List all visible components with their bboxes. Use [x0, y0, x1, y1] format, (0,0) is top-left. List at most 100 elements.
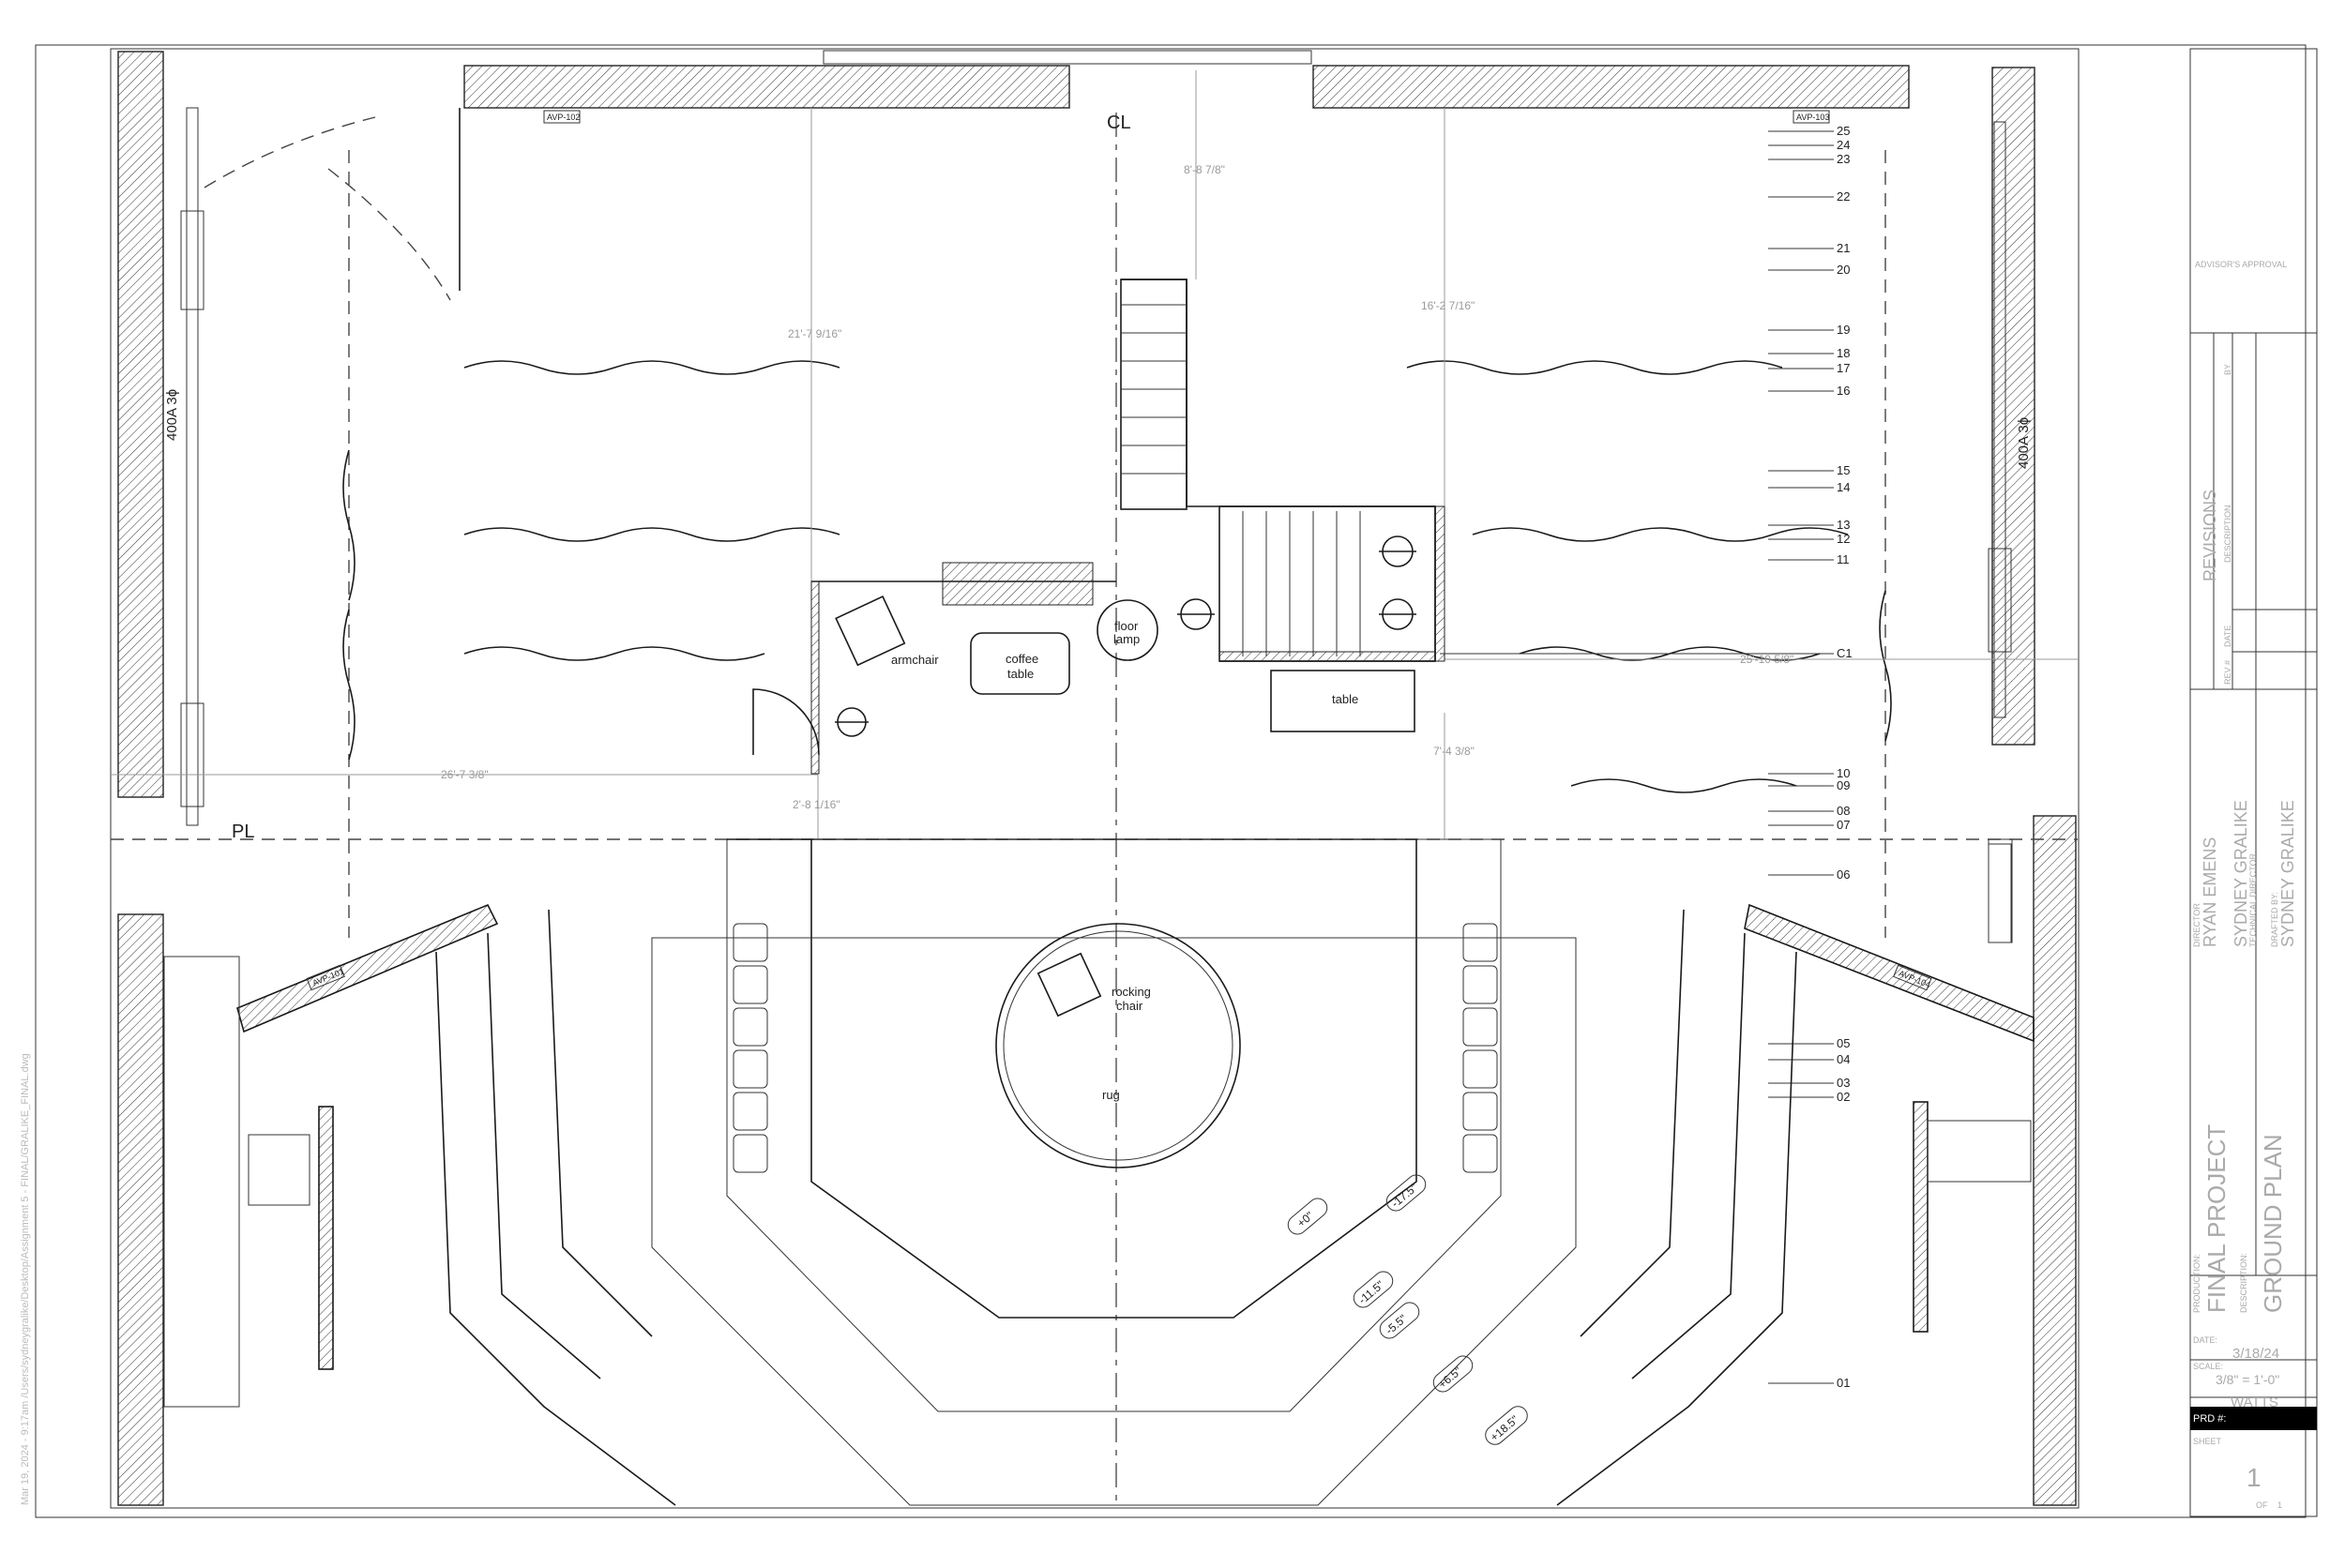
line-set-number: 24 — [1837, 138, 1850, 152]
upstage-header — [823, 50, 1312, 65]
elevation-tag: -11.5" — [1356, 1278, 1387, 1306]
floor-lamp-label: floor — [1114, 619, 1139, 633]
landing-wall — [1434, 505, 1445, 662]
line-set-number: 19 — [1837, 323, 1850, 337]
lighting-symbols — [835, 535, 1416, 737]
dimension-text: 2'-8 1/16" — [793, 798, 840, 811]
rug-label: rug — [1102, 1088, 1120, 1102]
coffee-table-label: coffee — [1006, 652, 1038, 666]
side-table — [1270, 670, 1415, 732]
line-set-number: 07 — [1837, 818, 1850, 832]
rocking-chair-label: chair — [1116, 999, 1143, 1013]
title-block — [2189, 48, 2318, 1517]
upstage-wall-right — [1312, 65, 1910, 109]
avp-103-label: AVP-103 — [1796, 113, 1829, 122]
avp-102-box — [543, 110, 581, 124]
dimension-text: 25'-10 5/8" — [1740, 653, 1793, 666]
avp-103-box — [1793, 110, 1830, 124]
line-set-number: 04 — [1837, 1052, 1850, 1066]
power-label-right: 400A 3ɸ — [2016, 417, 2032, 469]
line-set-number: 11 — [1837, 552, 1850, 566]
line-set-number: 12 — [1837, 532, 1850, 546]
revisions-title: REVISIONS — [2201, 490, 2219, 581]
floor-lamp — [1097, 599, 1158, 661]
first-row-outline — [726, 838, 1502, 1412]
prd-label: PRD #: — [2193, 1413, 2226, 1425]
line-set-number: 06 — [1837, 867, 1850, 882]
seating-bank-right — [1556, 838, 2035, 1506]
line-set-number: 15 — [1837, 463, 1850, 477]
rocking-chair-label: rocking — [1112, 985, 1151, 999]
avp-101-box — [306, 964, 345, 991]
avp-104-box — [1893, 964, 1932, 991]
rug — [995, 923, 1241, 1168]
line-set-number: 08 — [1837, 804, 1850, 818]
rev-col-rev: REV # — [2223, 660, 2232, 685]
director-name: RYAN EMENS — [2201, 837, 2219, 947]
line-set-number: 17 — [1837, 361, 1850, 375]
scale-label: SCALE: — [2193, 1362, 2223, 1371]
dimension-lines: 8'-8 7/8" 21'-7 9/16" 16'-2 7/16" 26'-7 … — [111, 70, 2078, 839]
dimension-text: 16'-2 7/16" — [1421, 299, 1475, 312]
line-set-number: 22 — [1837, 189, 1850, 204]
plaster-line-label: PL — [232, 822, 254, 842]
thrust-stage — [810, 838, 1417, 1319]
line-set-number: 25 — [1837, 124, 1850, 138]
drafted-label: DRAFTED BY: — [2270, 892, 2279, 947]
floor-lamp-label: lamp — [1113, 632, 1140, 646]
avp-102-label: AVP-102 — [547, 113, 580, 122]
line-set-number: 23 — [1837, 152, 1850, 166]
sr-leg-detail — [1988, 548, 2012, 653]
line-set-numbers: 25 24 23 22 21 20 19 18 17 16 15 14 13 1… — [1837, 124, 1853, 1390]
td-name: SYDNEY GRALIKE — [2232, 800, 2250, 947]
room-door-swing — [752, 688, 820, 756]
drafted-name: SYDNEY GRALIKE — [2278, 800, 2297, 947]
line-set-number: 16 — [1837, 384, 1850, 398]
sl-leg-detail — [180, 210, 204, 310]
production-label: PRODUCTION: — [2192, 1254, 2201, 1313]
second-row-outline — [651, 937, 1577, 1506]
landing — [1218, 505, 1436, 662]
sl-leg-detail-2 — [180, 702, 204, 807]
of-label: OF — [2256, 1500, 2268, 1510]
fireplace — [942, 562, 1094, 606]
sheet-border — [35, 44, 2307, 1518]
description-label: DESCRIPTION: — [2239, 1253, 2248, 1313]
room-left-wall — [810, 580, 820, 775]
dimension-text: 21'-7 9/16" — [788, 327, 841, 340]
thrust-seats — [733, 923, 1498, 1173]
line-set-ticks — [1440, 130, 1834, 1384]
td-label: TECHNICAL DIRECTOR — [2248, 852, 2258, 947]
landing-rail — [1218, 651, 1436, 662]
line-set-number: 02 — [1837, 1090, 1850, 1104]
elevation-tag: +6.5" — [1436, 1364, 1464, 1392]
upstage-wall-left — [463, 65, 1070, 109]
date-value: 3/18/24 — [2232, 1346, 2279, 1362]
sr-masking-leg — [1993, 121, 2006, 718]
line-set-waves — [342, 360, 1892, 793]
elevation-tags: +0" -17.5" -11.5" -5.5" +6.5" +18.5" — [1287, 1174, 1528, 1445]
line-set-number: 18 — [1837, 346, 1850, 360]
line-set-number: 03 — [1837, 1076, 1850, 1090]
landing-stair-treads — [1242, 511, 1361, 656]
line-set-number: 10 — [1837, 766, 1850, 780]
power-label-left: 400A 3ɸ — [164, 389, 180, 441]
dimension-text: 26'-7 3/8" — [441, 768, 489, 781]
centerline-label: CL — [1107, 113, 1131, 133]
line-set-number: 13 — [1837, 518, 1850, 532]
rev-col-description: DESCRIPTION — [2223, 505, 2232, 563]
venue-name: WATTS — [2231, 1395, 2278, 1410]
stage-right-wall — [1991, 67, 2035, 746]
seating-bank-left — [163, 903, 676, 1506]
sr-leg-detail-2 — [1988, 843, 2012, 943]
line-set-number: 01 — [1837, 1376, 1850, 1390]
drawing-border — [110, 48, 2080, 1509]
rev-col-by: BY — [2223, 364, 2232, 375]
rocking-chair — [1036, 952, 1102, 1018]
house-right-wall — [2033, 815, 2077, 1506]
description-name: GROUND PLAN — [2259, 1134, 2287, 1313]
sheet-label: SHEET — [2193, 1437, 2222, 1446]
house-left-wall — [117, 913, 164, 1506]
side-table-label: table — [1332, 692, 1358, 706]
line-set-number: 09 — [1837, 778, 1850, 792]
